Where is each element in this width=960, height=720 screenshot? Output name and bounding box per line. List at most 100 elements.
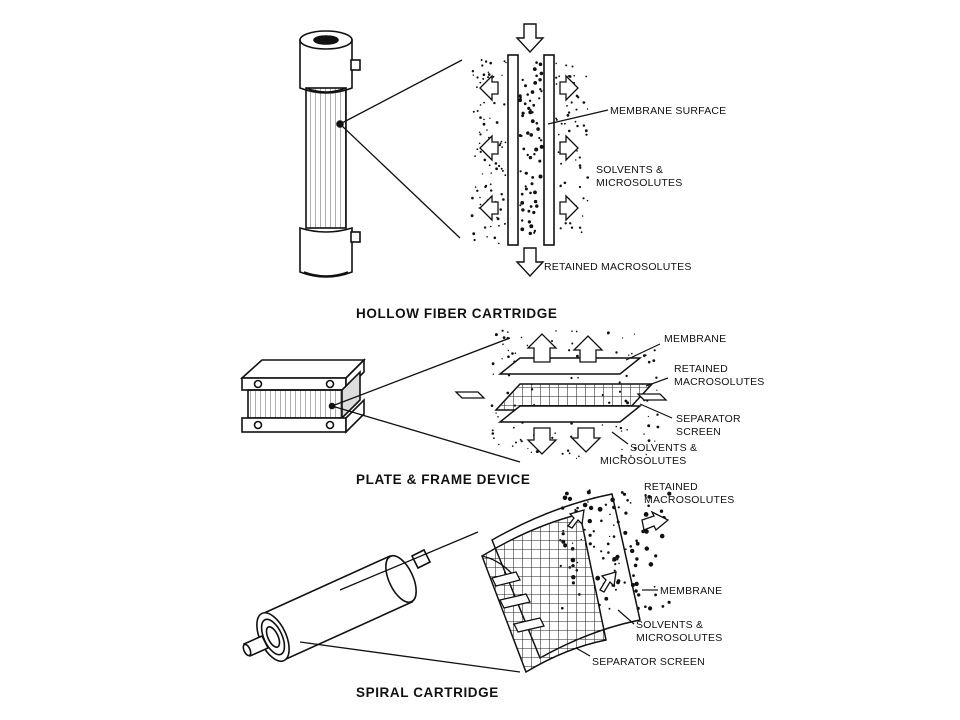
solute-dot — [568, 452, 571, 455]
solute-dot — [579, 166, 582, 169]
solute-dot — [567, 75, 570, 77]
solute-dot — [654, 440, 656, 442]
solute-dot — [502, 198, 505, 201]
solute-dot — [621, 448, 623, 451]
solute-dot — [634, 589, 638, 593]
solute-dot — [495, 121, 499, 124]
solute-dot — [614, 563, 617, 566]
solute-dot — [538, 78, 542, 82]
solute-dot — [581, 215, 584, 217]
solute-dot — [530, 119, 535, 124]
solute-dot — [521, 78, 524, 82]
solute-dot — [615, 351, 618, 354]
solute-dot — [613, 569, 616, 572]
solute-dot — [495, 167, 498, 171]
solute-dot — [636, 606, 640, 611]
right-arrow-icon — [559, 134, 579, 162]
solute-dot — [519, 170, 522, 173]
solute-dot — [484, 60, 488, 63]
fiber-wall-right — [543, 54, 555, 246]
solute-dot — [529, 191, 532, 195]
plate-frame-section: MEMBRANE RETAINED MACROSOLUTES SEPARATOR… — [239, 329, 764, 487]
solute-dot — [612, 559, 614, 562]
solute-dot — [608, 535, 611, 538]
solute-dot — [620, 430, 623, 432]
solute-dot — [539, 71, 544, 76]
solute-dot — [607, 332, 610, 335]
retentate-arrow-icon — [641, 510, 670, 532]
solute-dot — [472, 74, 474, 76]
solute-dot — [530, 451, 533, 453]
solute-dot — [490, 404, 494, 408]
solute-dot — [504, 141, 507, 144]
separator-screen-mesh — [481, 513, 607, 674]
solute-dot — [582, 502, 588, 508]
outflow-arrow-icon — [515, 247, 545, 278]
solute-dot — [488, 164, 491, 167]
solute-dot — [648, 562, 654, 567]
solute-dot — [527, 220, 532, 224]
solute-dot — [499, 208, 503, 211]
solute-dot — [499, 142, 502, 145]
solute-dot — [503, 222, 506, 225]
solute-dot — [493, 236, 497, 240]
solute-dot — [587, 501, 589, 503]
solute-dot — [570, 101, 573, 104]
feed-inlet-arrow-icon — [491, 571, 521, 587]
solvents-label-line1: SOLVENTS & — [596, 164, 663, 176]
solvents-label-line2: MICROSOLUTES — [600, 455, 686, 467]
solute-dot — [538, 62, 543, 67]
solute-dot — [526, 93, 529, 96]
solute-dot — [570, 376, 573, 380]
solute-dot — [500, 140, 503, 143]
solute-dot — [558, 75, 561, 78]
solute-dot — [647, 439, 651, 442]
solute-dot — [559, 227, 562, 230]
solute-dot — [620, 454, 623, 457]
solute-dot — [523, 102, 527, 106]
solute-dot — [563, 181, 567, 185]
solute-dot — [616, 580, 620, 585]
solute-dot — [629, 545, 632, 548]
solute-dot — [602, 557, 605, 560]
solute-dot — [488, 73, 491, 76]
solute-dot — [557, 151, 560, 154]
solute-dot — [530, 182, 534, 186]
solute-dot — [493, 101, 496, 105]
top-membrane-sheet — [497, 357, 643, 375]
solute-dot — [527, 209, 531, 213]
solute-dot — [560, 162, 563, 165]
solute-dot — [575, 330, 578, 333]
solute-dot — [506, 391, 510, 395]
solute-dot — [555, 83, 558, 85]
spiral-zoom-lines — [299, 531, 521, 673]
spiral-leaders — [575, 589, 658, 657]
retained-label-line1: RETAINED — [674, 363, 728, 375]
solute-dot — [498, 164, 501, 168]
solute-dot — [526, 344, 529, 347]
solute-dot — [583, 528, 586, 531]
down-arrow-icon — [570, 427, 602, 453]
solute-dot — [588, 542, 592, 546]
solute-dot — [615, 554, 620, 559]
solute-dot — [482, 122, 486, 126]
solute-dot — [626, 429, 628, 431]
solute-dot — [484, 185, 487, 189]
solute-dot — [575, 108, 578, 111]
solute-dot — [637, 593, 641, 597]
solute-dot — [476, 76, 479, 79]
solute-dot — [474, 155, 476, 158]
solute-dot — [576, 506, 579, 510]
solute-dot — [538, 97, 541, 100]
solute-dot — [519, 204, 522, 207]
solute-dot — [632, 574, 635, 577]
solute-dot — [471, 196, 474, 200]
solute-dot — [474, 186, 477, 188]
solute-dot — [635, 539, 638, 543]
solute-dot — [480, 59, 483, 61]
solute-dot — [555, 62, 557, 65]
solute-dot — [600, 519, 603, 523]
solute-dot — [538, 136, 541, 140]
left-arrow-icon — [479, 74, 499, 102]
solute-dot — [567, 111, 571, 114]
